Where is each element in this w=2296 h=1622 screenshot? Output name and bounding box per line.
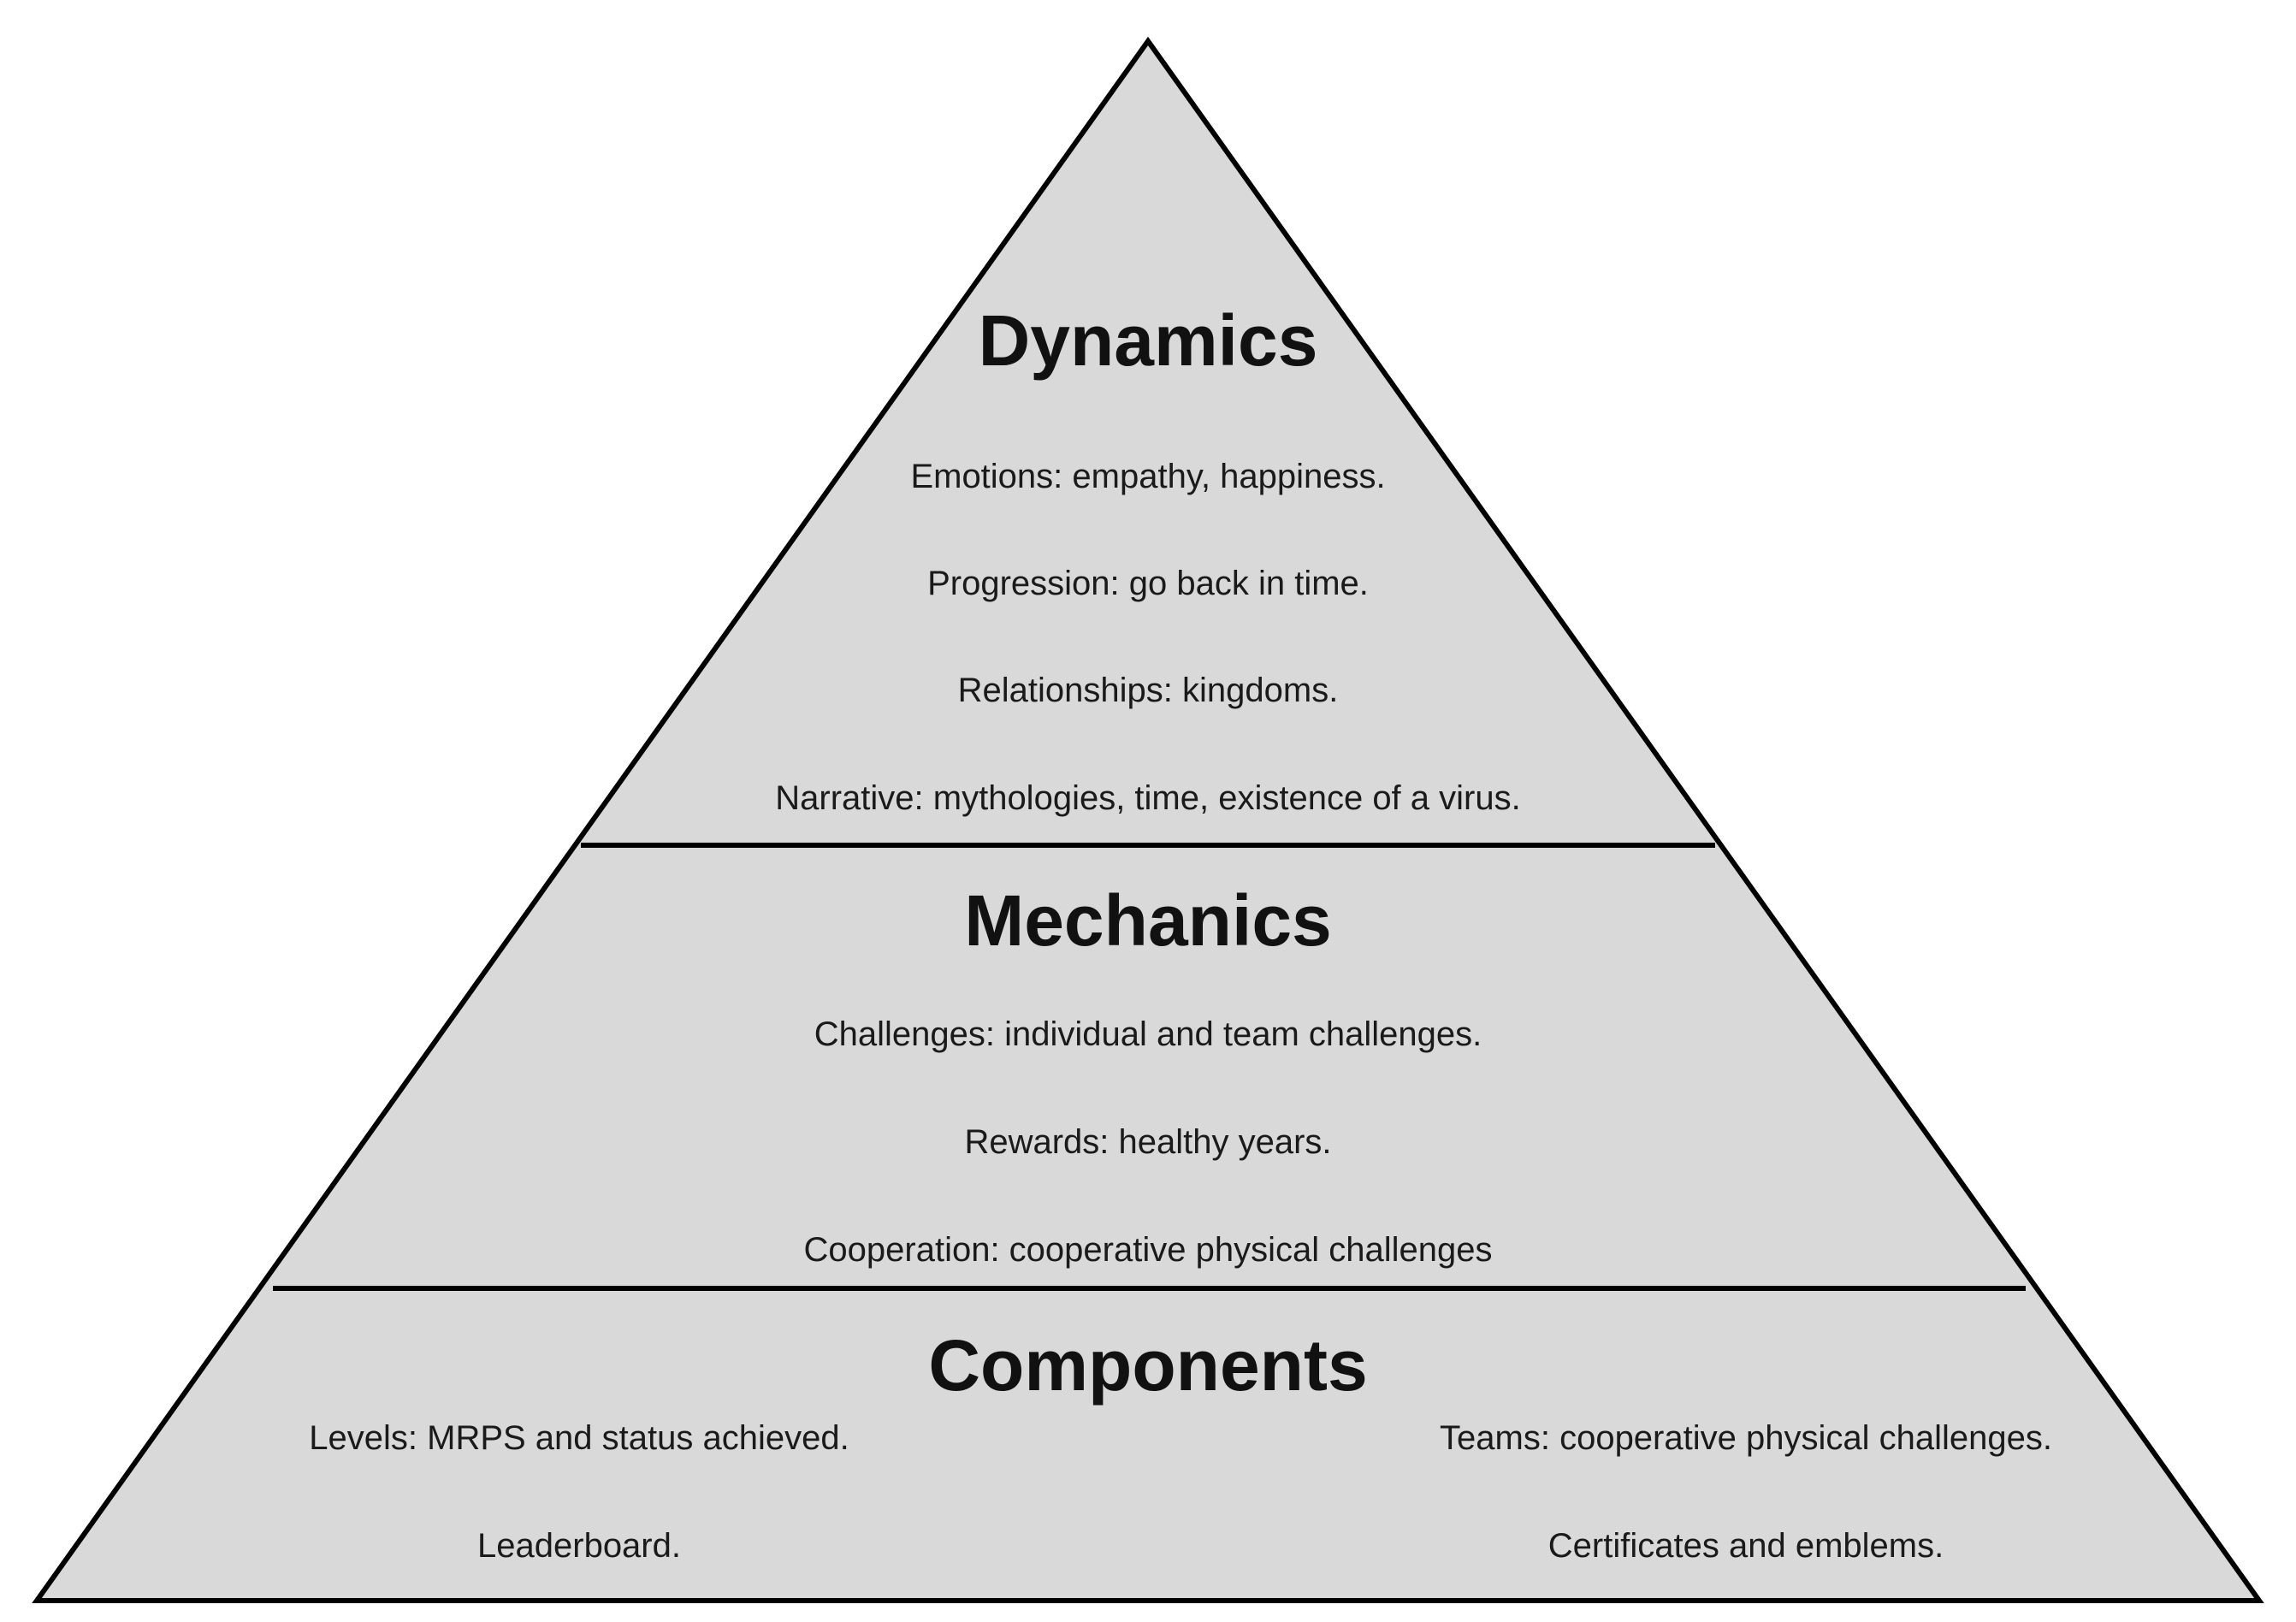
dynamics-item-narrative: Narrative: mythologies, time, existence …: [775, 779, 1520, 817]
dynamics-item-relationships: Relationships: kingdoms.: [958, 672, 1339, 709]
dynamics-item-progression: Progression: go back in time.: [927, 565, 1369, 602]
components-item-teams: Teams: cooperative physical challenges.: [1440, 1419, 2052, 1457]
mechanics-item-rewards: Rewards: healthy years.: [964, 1123, 1331, 1161]
mechanics-item-cooperation: Cooperation: cooperative physical challe…: [804, 1231, 1493, 1269]
tier-title-components: Components: [928, 1325, 1367, 1406]
components-item-levels: Levels: MRPS and status achieved.: [309, 1419, 849, 1457]
mechanics-item-challenges: Challenges: individual and team challeng…: [814, 1015, 1482, 1053]
tier-title-mechanics: Mechanics: [964, 880, 1332, 961]
dynamics-item-emotions: Emotions: empathy, happiness.: [910, 458, 1385, 495]
components-item-certificates: Certificates and emblems.: [1548, 1527, 1944, 1565]
pyramid-triangle: [32, 36, 2264, 1603]
components-item-leaderboard: Leaderboard.: [477, 1527, 681, 1565]
tier-title-dynamics: Dynamics: [979, 300, 1318, 381]
